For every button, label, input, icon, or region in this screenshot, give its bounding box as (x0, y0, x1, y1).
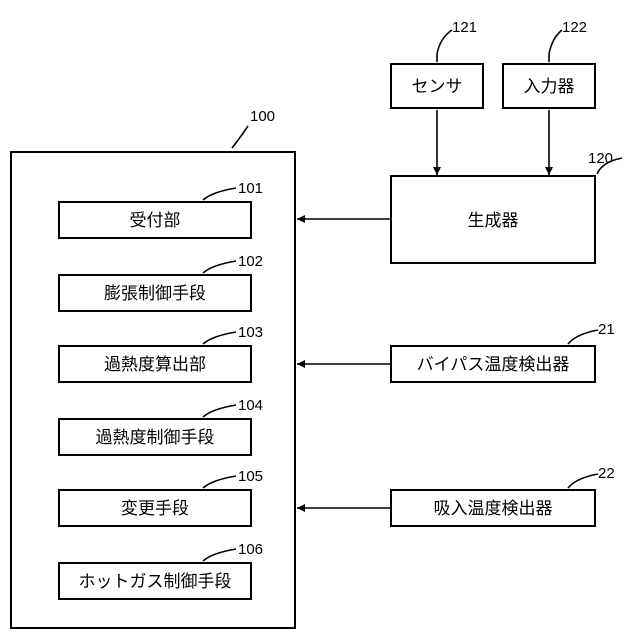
input-device-ref-leader (549, 30, 562, 62)
sensor-ref-leader (437, 30, 452, 62)
suction-detector-label: 吸入温度検出器 (434, 499, 553, 518)
expansion-control-ref: 102 (238, 253, 263, 270)
input-device-block: 入力器 122 (503, 19, 595, 108)
suction-detector-ref-leader (568, 474, 598, 488)
input-device-label: 入力器 (524, 77, 575, 96)
receiver-ref: 101 (238, 180, 263, 197)
suction-detector-ref: 22 (598, 465, 615, 482)
superheat-control-ref: 104 (238, 397, 263, 414)
sensor-ref: 121 (452, 19, 477, 36)
input-device-ref: 122 (562, 19, 587, 36)
generator-label: 生成器 (468, 211, 519, 230)
hot-gas-control-ref: 106 (238, 541, 263, 558)
bypass-detector-block: バイパス温度検出器 21 (391, 321, 615, 382)
suction-detector-block: 吸入温度検出器 22 (391, 465, 615, 526)
controller-ref: 100 (250, 108, 275, 125)
receiver-label: 受付部 (130, 211, 181, 230)
generator-block: 生成器 120 (391, 150, 622, 263)
superheat-calc-ref: 103 (238, 324, 263, 341)
change-means-label: 変更手段 (121, 499, 189, 518)
generator-ref: 120 (588, 150, 613, 167)
expansion-control-label: 膨張制御手段 (104, 284, 206, 303)
change-means-ref: 105 (238, 468, 263, 485)
superheat-calc-label: 過熱度算出部 (104, 355, 206, 374)
bypass-detector-label: バイパス温度検出器 (417, 355, 570, 374)
bypass-detector-ref: 21 (598, 321, 615, 338)
hot-gas-control-label: ホットガス制御手段 (79, 572, 232, 591)
bypass-detector-ref-leader (568, 330, 598, 344)
sensor-block: センサ 121 (391, 19, 483, 108)
controller-ref-leader (232, 126, 248, 148)
sensor-label: センサ (412, 77, 463, 96)
superheat-control-label: 過熱度制御手段 (96, 428, 215, 447)
